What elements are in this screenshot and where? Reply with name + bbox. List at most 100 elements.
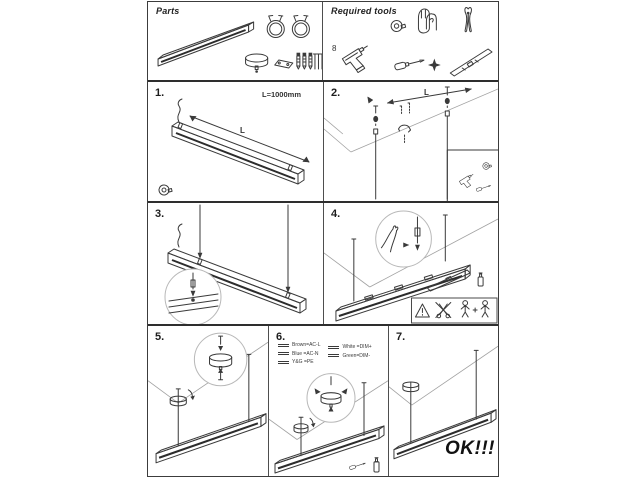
panel-required-tools: Required tools 8	[322, 2, 498, 80]
panel-step-1: 1. L=1000mm L	[148, 82, 323, 201]
light-bar-icon	[274, 425, 385, 474]
panel-step-3: 3.	[148, 203, 323, 324]
glue-bottle-icon	[373, 457, 380, 473]
wire-line-icon	[328, 354, 340, 357]
legend-label: Brown=AC-L	[292, 342, 321, 348]
legend-row: Brown=AC-L	[278, 342, 320, 348]
ceiling-canopy-icon	[169, 389, 195, 407]
warning-triangle-icon	[414, 303, 430, 318]
tool-corner-box	[446, 149, 498, 201]
legend-row: White =DIM+	[328, 344, 372, 350]
light-bar-icon	[171, 121, 305, 185]
screwdriver-icon	[349, 462, 366, 470]
tape-measure-icon	[482, 162, 492, 170]
tape-measure-icon	[158, 184, 173, 196]
tools-drawing	[341, 7, 493, 77]
power-cable-icon	[177, 98, 183, 123]
wire-line-icon	[278, 343, 289, 347]
pliers-icon	[380, 225, 399, 253]
step-1-drawing	[158, 98, 310, 196]
ceiling-line	[324, 88, 498, 153]
wall-anchor-icons	[296, 52, 313, 70]
pliers-icon	[464, 7, 472, 33]
detail-circle	[375, 210, 432, 268]
light-bar-icon	[157, 21, 255, 67]
no-cutting-icon	[435, 302, 452, 319]
panel-step-4: 4.	[323, 203, 498, 324]
ok-label: OK!!!	[445, 438, 495, 459]
light-bar-icon	[167, 248, 307, 314]
wire-line-icon	[278, 352, 289, 355]
light-bar-icon	[335, 264, 471, 322]
spirit-level-icon	[426, 269, 471, 292]
detail-circle	[164, 268, 222, 324]
row-steps-1-2: 1. L=1000mm L	[148, 82, 498, 203]
row-steps-5-6-7: 5.	[148, 326, 498, 476]
row-parts-tools: Parts	[148, 2, 498, 82]
drill-bit-size-label: 8	[332, 44, 337, 53]
wiring-legend-left: Brown=AC-L Blue =AC-N Y&G =PE	[278, 342, 320, 365]
glue-bottle-icon	[477, 272, 484, 287]
spirit-level-icon	[449, 48, 493, 77]
step-2-number: 2.	[331, 87, 341, 99]
two-person-lift-icon	[460, 300, 490, 318]
panel-step-2: 2. L	[323, 82, 498, 201]
panel-step-7: 7. OK!!!	[388, 326, 498, 476]
dimension-arrow	[386, 87, 472, 105]
power-drill-icon	[341, 45, 368, 74]
row-steps-3-4: 3.	[148, 203, 498, 326]
detail-circle	[306, 373, 356, 423]
suspension-wire	[175, 353, 252, 447]
power-drill-icon	[459, 174, 474, 188]
step-2-drawing	[324, 86, 498, 201]
step-6-number: 6.	[276, 331, 286, 343]
screwdriver-icon	[476, 185, 491, 192]
wire-line-icon	[278, 360, 289, 364]
panel-step-6: 6. Brown=AC-L Blue =AC-N Y&G	[268, 326, 388, 476]
step-3-number: 3.	[155, 208, 165, 220]
bracket-screw-stack	[398, 102, 412, 145]
screwdriver-icon	[394, 59, 425, 71]
ceiling-line	[389, 345, 498, 406]
mounting-bracket-icon	[274, 59, 294, 69]
suspension-wire	[197, 204, 291, 293]
legend-row: Blue =AC-N	[278, 351, 320, 357]
ceiling-canopy-icon	[402, 381, 420, 393]
step-1-number: 1.	[155, 87, 165, 99]
work-gloves-icon	[417, 8, 437, 34]
step-5-drawing	[148, 332, 268, 464]
step-7-number: 7.	[396, 331, 406, 343]
wire-line-icon	[328, 345, 340, 349]
panel-step-5: 5.	[148, 326, 268, 476]
step-5-number: 5.	[155, 331, 165, 343]
legend-row: Green=DIM-	[328, 353, 371, 359]
ceiling-canopy-icon	[293, 417, 316, 434]
detail-circle	[193, 332, 248, 387]
dimension-arrow	[189, 115, 310, 163]
power-cable-icon	[177, 223, 183, 248]
parts-drawing	[157, 15, 322, 73]
step-3-drawing	[164, 204, 307, 324]
legend-label: White =DIM+	[342, 344, 372, 350]
suspension-wire	[410, 349, 479, 445]
step-2-dimension-label: L	[424, 88, 429, 97]
legend-label: Y&G =PE	[292, 359, 314, 365]
ceiling-canopy-icon	[245, 53, 269, 73]
light-bar-icon	[393, 409, 497, 460]
screw-icons	[312, 53, 322, 70]
tools-title: Required tools	[331, 6, 397, 16]
sheet-content: Parts	[147, 1, 499, 477]
step-1-length-note: L=1000mm	[262, 90, 301, 99]
cable-coil-icon	[291, 15, 310, 38]
legend-row: Y&G =PE	[278, 359, 320, 365]
tape-measure-icon	[390, 20, 407, 32]
wiring-legend-right: White =DIM+ Green=DIM-	[328, 344, 372, 365]
warning-box	[411, 297, 498, 324]
phillips-bit-icon	[427, 58, 441, 72]
ceiling-line	[324, 218, 498, 288]
light-bar-icon	[155, 413, 267, 464]
step-4-number: 4.	[331, 208, 341, 220]
legend-label: Blue =AC-N	[292, 350, 319, 357]
step-6-drawing	[269, 373, 388, 474]
